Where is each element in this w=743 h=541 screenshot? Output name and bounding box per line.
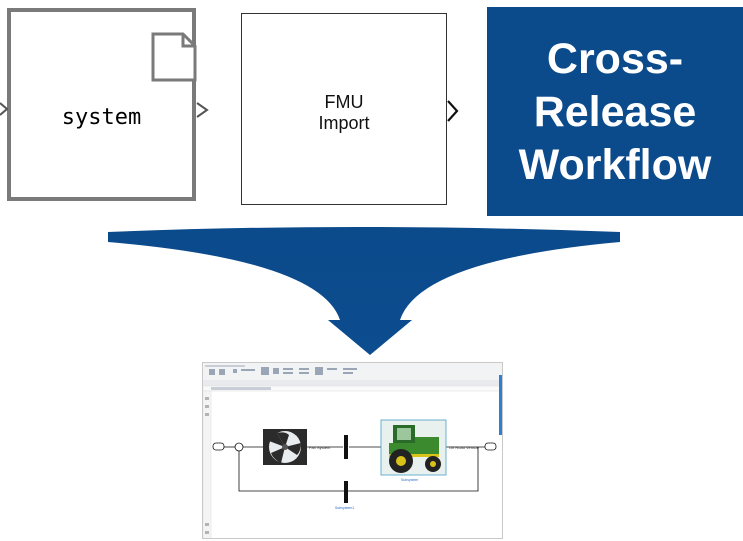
subsystem-output-port: [196, 102, 209, 118]
title-text: Cross- Release Workflow: [487, 33, 743, 192]
title-line2: Release: [533, 88, 697, 136]
mux-sublabel: Subsystem1: [335, 506, 354, 510]
model-screenshot-thumbnail[interactable]: Fan System Off Road Vehicle Subsystem Su…: [202, 362, 503, 539]
mux-bar: [344, 435, 348, 459]
fmu-label-line2: Import: [318, 113, 370, 133]
subsystem-input-port: [0, 102, 8, 116]
cross-release-workflow-box: Cross- Release Workflow: [487, 7, 743, 216]
title-line1: Cross-: [546, 35, 684, 83]
fmu-label-line1: FMU: [324, 92, 364, 112]
vehicle-sublabel: Subsystem: [401, 478, 418, 482]
fmu-import-label: FMU Import: [242, 92, 446, 134]
merge-arrow: [108, 227, 620, 355]
model-screenshot-canvas: Fan System Off Road Vehicle Subsystem Su…: [203, 363, 502, 538]
fmu-output-port: [447, 100, 459, 122]
title-line3: Workflow: [518, 141, 712, 189]
subsystem-block[interactable]: system: [7, 8, 197, 201]
fmu-import-block[interactable]: FMU Import: [241, 13, 447, 205]
fan-label: Fan System: [309, 445, 331, 450]
block-palette: [203, 390, 212, 538]
vehicle-label: Off Road Vehicle: [449, 445, 480, 450]
mux-bar-lower: [344, 481, 348, 503]
toolbar-strip: [203, 363, 502, 380]
subsystem-label: system: [61, 105, 142, 130]
scrollbar: [499, 375, 502, 435]
document-icon: [151, 32, 197, 82]
